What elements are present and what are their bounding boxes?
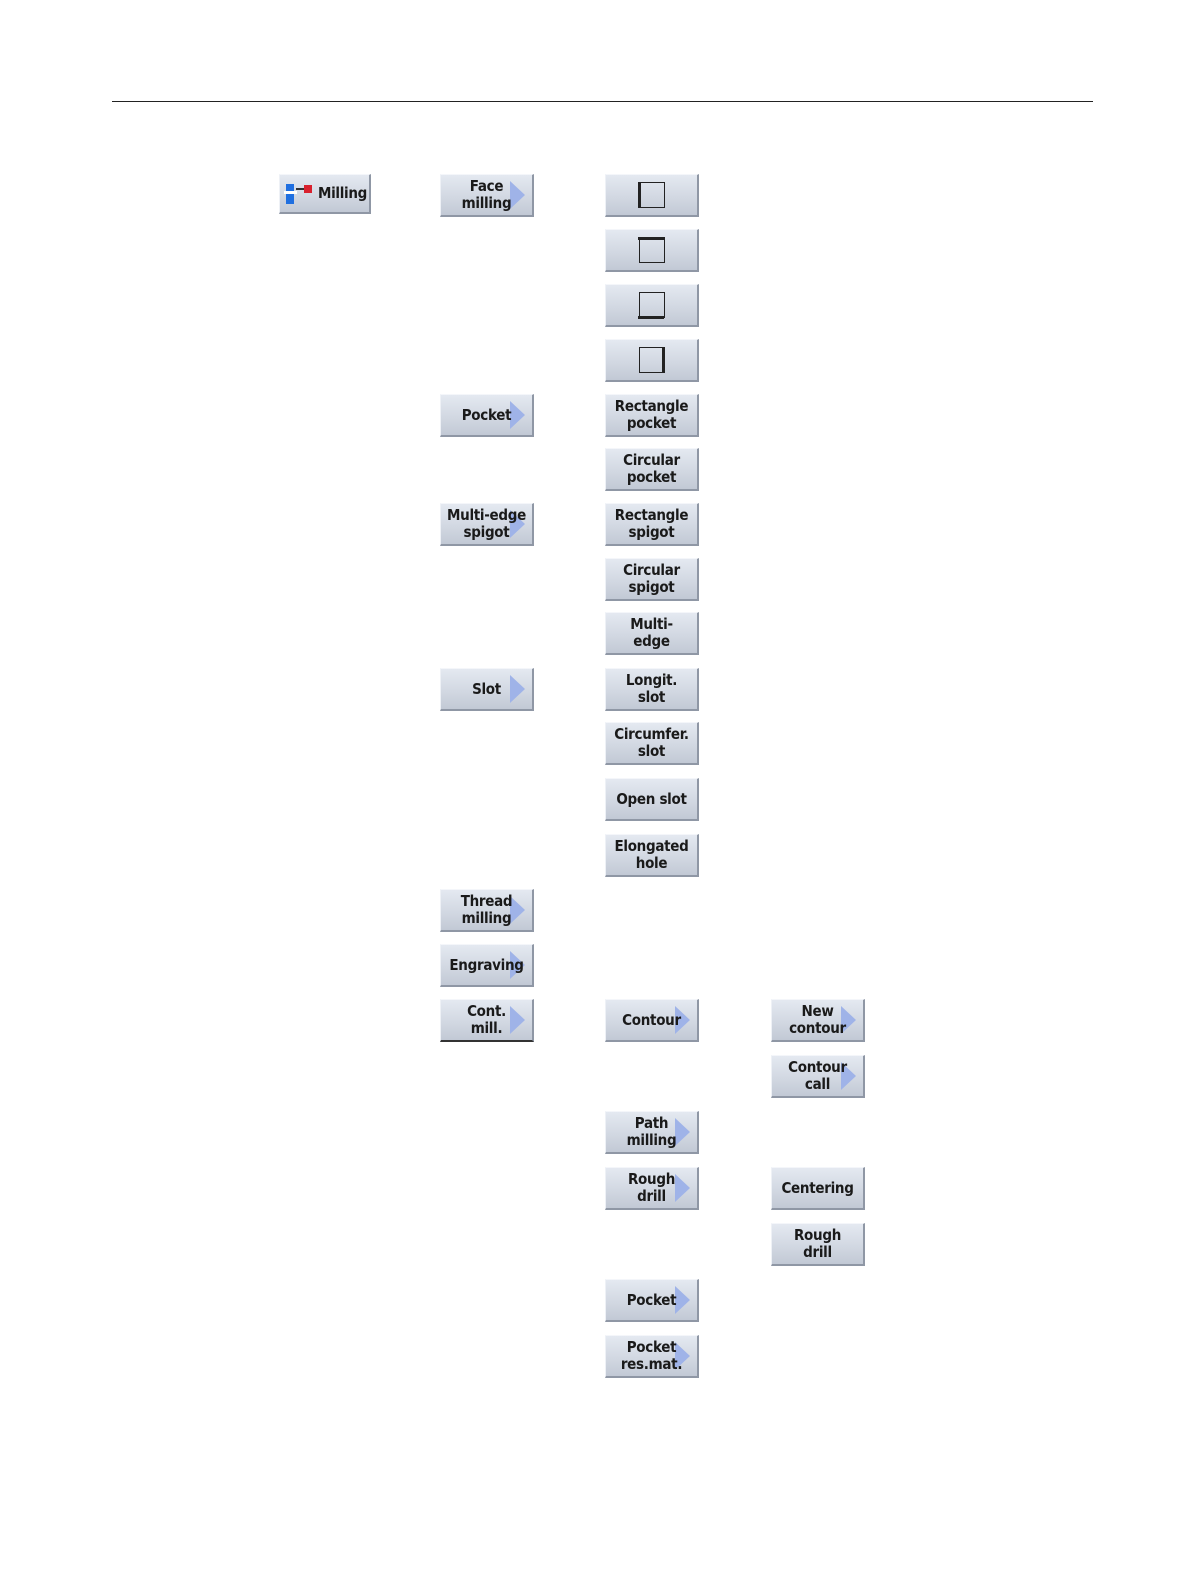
centering-softkey[interactable]: Centering [771, 1167, 865, 1210]
open-slot-softkey[interactable]: Open slot [605, 778, 699, 821]
contour-label: Contour [622, 1010, 681, 1029]
face-milling-label: Face milling [461, 177, 512, 212]
multi-edge-label: Multi- edge [630, 615, 673, 650]
circumfer-slot-softkey[interactable]: Circumfer. slot [605, 722, 699, 765]
multi-edge-spigot-label: Multi-edge spigot [447, 506, 526, 541]
path-milling-label: Path milling [626, 1114, 677, 1149]
face-top-softkey[interactable] [605, 229, 699, 272]
pocket-softkey[interactable]: Pocket [440, 394, 534, 437]
face-right-softkey[interactable] [605, 339, 699, 382]
slot-label: Slot [472, 679, 501, 698]
circular-spigot-label: Circular spigot [623, 561, 680, 596]
contour-softkey[interactable]: Contour [605, 999, 699, 1042]
pocket-contour-softkey[interactable]: Pocket [605, 1279, 699, 1322]
face-left-softkey[interactable] [605, 174, 699, 217]
rectangle-pocket-label: Rectangle pocket [614, 397, 689, 432]
new-contour-label: New contour [789, 1002, 846, 1037]
thread-milling-softkey[interactable]: Thread milling [440, 889, 534, 932]
path-milling-softkey[interactable]: Path milling [605, 1111, 699, 1154]
rough-drill-sub-label: Rough drill [793, 1226, 842, 1261]
rectangle-spigot-softkey[interactable]: Rectangle spigot [605, 503, 699, 546]
cont-mill-softkey[interactable]: Cont. mill. [440, 999, 534, 1042]
slot-softkey[interactable]: Slot [440, 668, 534, 711]
milling-label: Milling [317, 184, 368, 202]
cont-mill-label: Cont. mill. [467, 1002, 506, 1037]
submenu-arrow-icon [675, 1286, 690, 1314]
submenu-arrow-icon [841, 1062, 856, 1090]
face-bottom-softkey[interactable] [605, 284, 699, 327]
submenu-arrow-icon [675, 1118, 690, 1146]
thread-milling-label: Thread milling [460, 892, 513, 927]
face-milling-softkey[interactable]: Face milling [440, 174, 534, 217]
pocket-res-mat-label: Pocket res.mat. [620, 1338, 683, 1373]
submenu-arrow-icon [510, 951, 525, 979]
longit-slot-label: Longit. slot [625, 671, 678, 706]
pocket-contour-label: Pocket [626, 1290, 677, 1309]
submenu-arrow-icon [675, 1342, 690, 1370]
rectangle-pocket-softkey[interactable]: Rectangle pocket [605, 394, 699, 437]
submenu-arrow-icon [841, 1006, 856, 1034]
submenu-arrow-icon [510, 896, 525, 924]
longit-slot-softkey[interactable]: Longit. slot [605, 668, 699, 711]
multi-edge-softkey[interactable]: Multi- edge [605, 612, 699, 655]
engraving-softkey[interactable]: Engraving [440, 944, 534, 987]
submenu-arrow-icon [510, 1006, 525, 1034]
face-left-icon [638, 181, 665, 208]
circular-pocket-softkey[interactable]: Circular pocket [605, 448, 699, 491]
submenu-arrow-icon [510, 510, 525, 538]
contour-call-label: Contour call [788, 1058, 847, 1093]
rough-drill-sub-softkey[interactable]: Rough drill [771, 1223, 865, 1266]
face-top-icon [638, 236, 665, 263]
face-bottom-icon [638, 292, 665, 319]
milling-icon [282, 182, 314, 206]
rough-drill-softkey[interactable]: Rough drill [605, 1167, 699, 1210]
milling-softkey[interactable]: Milling [279, 174, 371, 214]
face-right-icon [638, 346, 665, 373]
rough-drill-label: Rough drill [627, 1170, 676, 1205]
pocket-label: Pocket [461, 405, 512, 424]
circular-spigot-softkey[interactable]: Circular spigot [605, 558, 699, 601]
new-contour-softkey[interactable]: New contour [771, 999, 865, 1042]
submenu-arrow-icon [510, 675, 525, 703]
open-slot-label: Open slot [616, 789, 687, 808]
elongated-hole-label: Elongated hole [614, 837, 689, 872]
submenu-arrow-icon [510, 401, 525, 429]
multi-edge-spigot-softkey[interactable]: Multi-edge spigot [440, 503, 534, 546]
submenu-arrow-icon [675, 1006, 690, 1034]
circular-pocket-label: Circular pocket [623, 451, 680, 486]
header-rule [112, 101, 1093, 102]
submenu-arrow-icon [510, 181, 525, 209]
elongated-hole-softkey[interactable]: Elongated hole [605, 834, 699, 877]
centering-label: Centering [781, 1178, 854, 1197]
contour-call-softkey[interactable]: Contour call [771, 1055, 865, 1098]
rectangle-spigot-label: Rectangle spigot [614, 506, 689, 541]
submenu-arrow-icon [675, 1174, 690, 1202]
engraving-label: Engraving [449, 955, 524, 974]
pocket-res-mat-softkey[interactable]: Pocket res.mat. [605, 1335, 699, 1378]
circumfer-slot-label: Circumfer. slot [614, 725, 689, 760]
